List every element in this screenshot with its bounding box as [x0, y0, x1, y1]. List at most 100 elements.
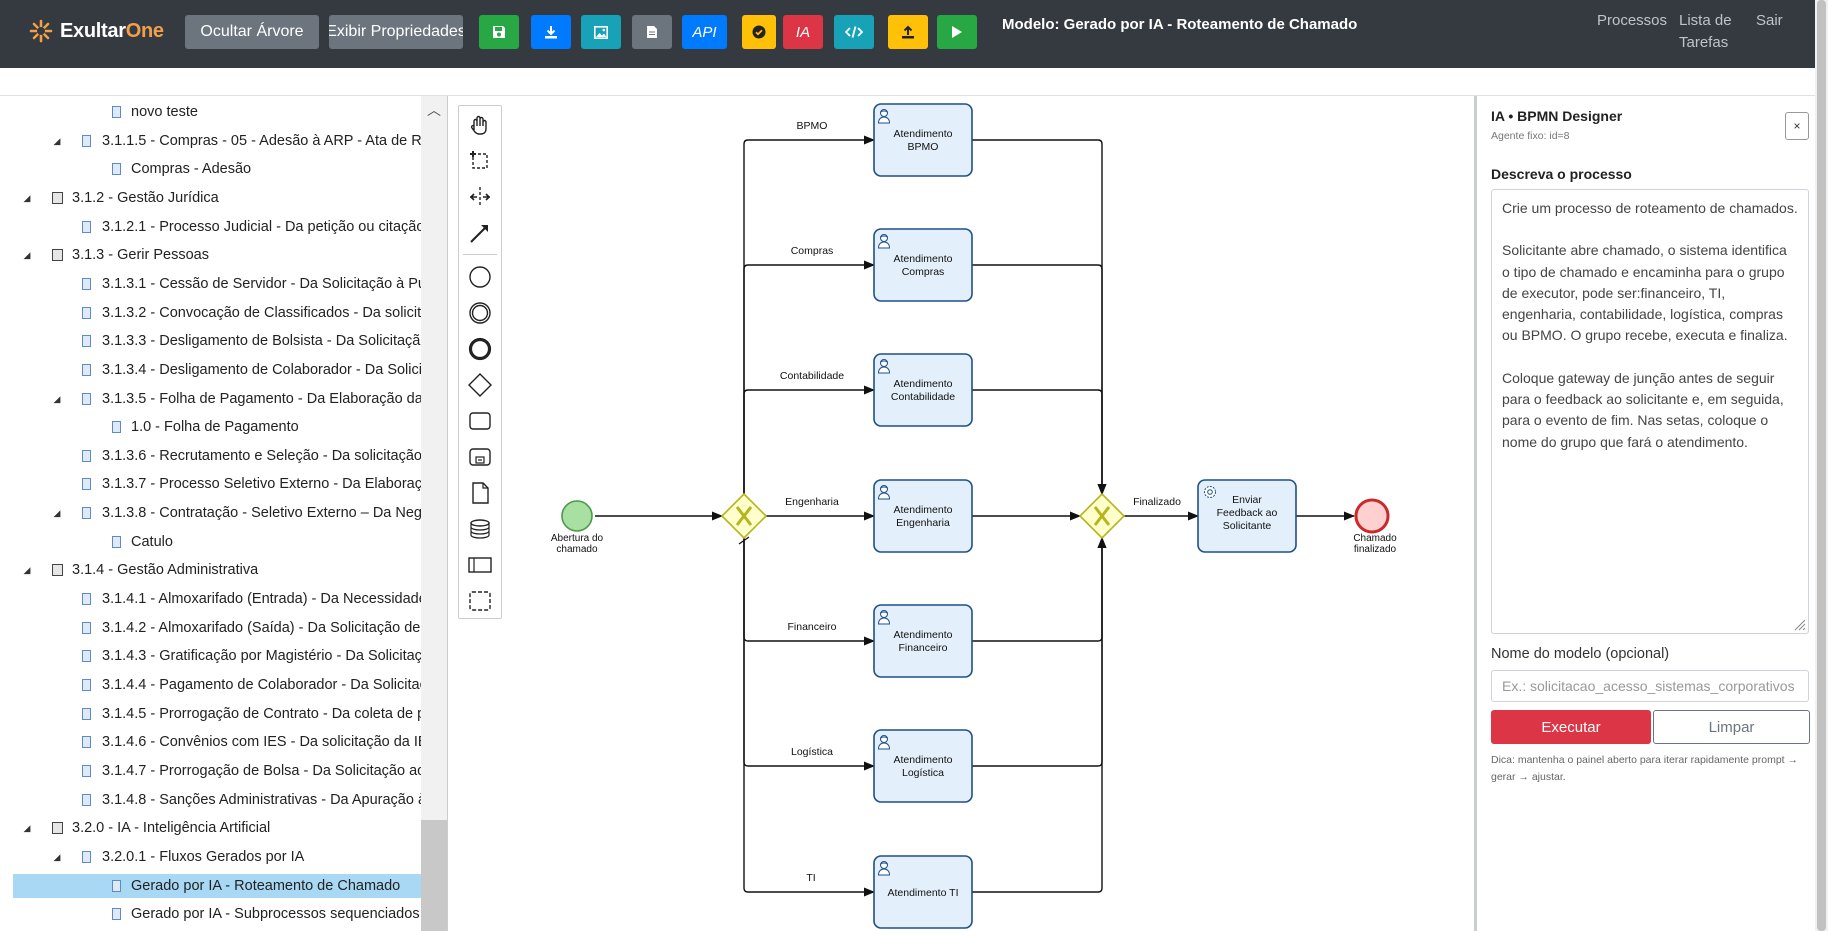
expand-toggle-icon[interactable]: ◢ [53, 393, 61, 404]
ia-button[interactable]: IA [783, 15, 823, 49]
sequence-flow[interactable] [743, 260, 876, 494]
upload-button[interactable] [888, 15, 928, 49]
clear-button[interactable]: Limpar [1653, 710, 1810, 744]
tree-item[interactable]: 1.0 - Folha de Pagamento [0, 415, 421, 439]
tree-item[interactable]: 3.1.3.6 - Recrutamento e Seleção - Da so… [0, 444, 421, 468]
sequence-flow[interactable] [743, 135, 876, 494]
tree-item[interactable]: 3.1.3.3 - Desligamento de Bolsista - Da … [0, 329, 421, 353]
document-button[interactable] [632, 15, 672, 49]
sequence-flow[interactable] [972, 389, 1107, 496]
subprocess-tool[interactable] [459, 440, 501, 474]
tree-item[interactable]: ◢3.2.0 - IA - Inteligência Artificial [0, 816, 421, 840]
tree-item[interactable]: ◢3.1.2 - Gestão Jurídica [0, 186, 421, 210]
close-panel-button[interactable]: × [1785, 112, 1809, 140]
data-object-tool[interactable] [459, 476, 501, 510]
intermediate-event-tool[interactable] [459, 296, 501, 330]
sequence-flow[interactable] [972, 139, 1107, 496]
nav-logout[interactable]: Sair [1756, 12, 1783, 29]
sequence-flow[interactable] [743, 538, 876, 771]
pool-tool[interactable] [459, 548, 501, 582]
expand-toggle-icon[interactable]: ◢ [23, 565, 31, 576]
expand-toggle-icon[interactable]: ◢ [23, 250, 31, 261]
tree-item[interactable]: 3.1.4.7 - Prorrogação de Bolsa - Da Soli… [0, 759, 421, 783]
model-name-input[interactable]: Ex.: solicitacao_acesso_sistemas_corpora… [1491, 670, 1809, 702]
start-event[interactable] [561, 500, 593, 532]
tree-item[interactable]: 3.1.3.2 - Convocação de Classificados - … [0, 301, 421, 325]
end-event[interactable] [1354, 498, 1390, 534]
tree-scrollbar[interactable] [421, 96, 447, 931]
show-properties-button[interactable]: Exibir Propriedades [329, 15, 463, 49]
group-tool[interactable] [459, 584, 501, 618]
scroll-up-icon[interactable]: ︿ [427, 102, 441, 118]
data-store-tool[interactable] [459, 512, 501, 546]
tree-item[interactable]: ◢3.1.3 - Gerir Pessoas [0, 243, 421, 267]
panel-divider[interactable] [447, 96, 448, 931]
code-button[interactable] [834, 15, 874, 49]
tree-item[interactable]: 3.1.4.2 - Almoxarifado (Saída) - Da Soli… [0, 616, 421, 640]
hand-tool-tool[interactable] [459, 108, 501, 142]
tree-item[interactable]: Compras - Adesão [0, 157, 421, 181]
page-scrollbar-thumb[interactable] [1817, 0, 1826, 931]
tree-item[interactable]: Gerado por IA - Roteamento de Chamado [13, 873, 421, 898]
execute-button[interactable]: Executar [1491, 710, 1651, 744]
space-tool-tool[interactable] [459, 180, 501, 214]
tree-item[interactable]: ◢3.1.1.5 - Compras - 05 - Adesão à ARP -… [0, 129, 421, 153]
hide-tree-button[interactable]: Ocultar Árvore [185, 15, 319, 49]
bpmn-canvas[interactable]: BPMOComprasContabilidadeEngenhariaFinanc… [448, 96, 1474, 931]
tree-item[interactable]: Gerado por IA - Subprocessos sequenciado… [0, 902, 421, 926]
tree-item[interactable]: 3.1.3.1 - Cessão de Servidor - Da Solici… [0, 272, 421, 296]
service-task[interactable] [1197, 479, 1297, 553]
tree-item[interactable]: 3.1.3.7 - Processo Seletivo Externo - Da… [0, 472, 421, 496]
brand-logo[interactable]: ExultarOne [28, 16, 164, 46]
tree-item[interactable]: 3.1.2.1 - Processo Judicial - Da petição… [0, 215, 421, 239]
task-tool[interactable] [459, 404, 501, 438]
gateway-tool[interactable] [459, 368, 501, 402]
user-task[interactable] [873, 228, 973, 302]
user-task[interactable] [873, 604, 973, 678]
nav-processes[interactable]: Processos [1597, 12, 1668, 29]
tree-item[interactable]: 3.1.4.5 - Prorrogação de Contrato - Da c… [0, 702, 421, 726]
tree-item[interactable]: 3.1.4.4 - Pagamento de Colaborador - Da … [0, 673, 421, 697]
expand-toggle-icon[interactable]: ◢ [53, 135, 61, 146]
resize-handle-icon[interactable] [1792, 617, 1806, 631]
sequence-flow[interactable] [743, 538, 876, 897]
tree-item[interactable]: novo teste [0, 100, 421, 124]
tree-scrollbar-thumb[interactable] [421, 820, 447, 931]
validate-button[interactable] [742, 15, 776, 49]
tree-item[interactable]: Catulo [0, 530, 421, 554]
tree-item[interactable]: ◢3.1.4 - Gestão Administrativa [0, 558, 421, 582]
tree-item[interactable]: ◢3.1.3.5 - Folha de Pagamento - Da Elabo… [0, 387, 421, 411]
user-task[interactable] [873, 353, 973, 427]
sequence-flow[interactable] [972, 536, 1107, 893]
expand-toggle-icon[interactable]: ◢ [23, 192, 31, 203]
save-button[interactable] [479, 15, 519, 49]
tree-item[interactable]: 3.1.4.3 - Gratificação por Magistério - … [0, 644, 421, 668]
tree-item[interactable]: 3.1.4.6 - Convênios com IES - Da solicit… [0, 730, 421, 754]
process-description-textarea[interactable]: Crie um processo de roteamento de chamad… [1491, 189, 1809, 634]
user-task[interactable] [873, 729, 973, 803]
user-task[interactable] [873, 103, 973, 177]
tree-item[interactable]: 3.1.4.1 - Almoxarifado (Entrada) - Da Ne… [0, 587, 421, 611]
sequence-flow[interactable] [972, 264, 1107, 496]
tree-item[interactable]: 3.1.4.8 - Sanções Administrativas - Da A… [0, 788, 421, 812]
page-scrollbar[interactable] [1815, 0, 1828, 931]
expand-toggle-icon[interactable]: ◢ [23, 823, 31, 834]
sequence-flow[interactable] [743, 385, 876, 494]
start-event-tool[interactable] [459, 260, 501, 294]
sequence-flow[interactable] [972, 536, 1107, 642]
expand-toggle-icon[interactable]: ◢ [53, 508, 61, 519]
image-button[interactable] [581, 15, 621, 49]
run-button[interactable] [937, 15, 977, 49]
api-button[interactable]: API [682, 15, 727, 49]
end-event-tool[interactable] [459, 332, 501, 366]
lasso-tool-tool[interactable] [459, 144, 501, 178]
tree-item[interactable]: 3.1.3.4 - Desligamento de Colaborador - … [0, 358, 421, 382]
tree-item[interactable]: ◢3.1.3.8 - Contratação - Seletivo Extern… [0, 501, 421, 525]
download-button[interactable] [531, 15, 571, 49]
user-task[interactable] [873, 479, 973, 553]
expand-toggle-icon[interactable]: ◢ [53, 851, 61, 862]
user-task[interactable] [873, 855, 973, 929]
tree-item[interactable]: ◢3.2.0.1 - Fluxos Gerados por IA [0, 845, 421, 869]
sequence-flow[interactable] [972, 536, 1107, 767]
